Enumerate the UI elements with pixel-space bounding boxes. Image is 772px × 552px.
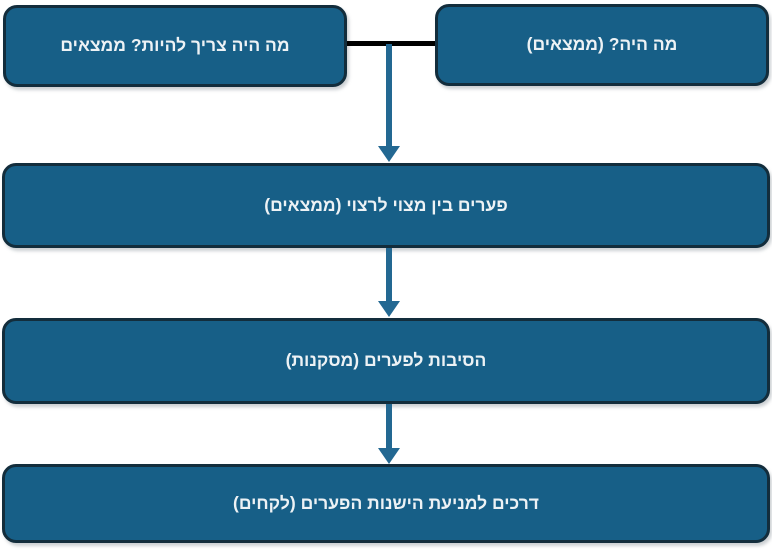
down-arrow-2 (378, 248, 400, 317)
node-reasons-label: הסיבות לפערים (מסקנות) (285, 350, 487, 371)
node-reasons: הסיבות לפערים (מסקנות) (2, 318, 770, 404)
connector-line (347, 41, 435, 46)
arrowhead-icon (378, 448, 400, 464)
node-prevention-label: דרכים למניעת הישנות הפערים (לקחים) (233, 492, 539, 513)
node-what-should-have-been-label: מה היה צריך להיות? ממצאים (60, 35, 290, 56)
arrow-shaft (386, 248, 392, 302)
node-what-was-label: מה היה? (ממצאים) (526, 34, 678, 55)
arrow-shaft (386, 44, 392, 147)
node-prevention: דרכים למניעת הישנות הפערים (לקחים) (2, 464, 770, 543)
arrow-shaft (386, 404, 392, 449)
arrowhead-icon (378, 301, 400, 317)
node-what-should-have-been: מה היה צריך להיות? ממצאים (3, 5, 347, 87)
node-gaps: פערים בין מצוי לרצוי (ממצאים) (2, 163, 770, 248)
down-arrow-1 (378, 44, 400, 162)
arrowhead-icon (378, 146, 400, 162)
down-arrow-3 (378, 404, 400, 464)
node-gaps-label: פערים בין מצוי לרצוי (ממצאים) (264, 194, 508, 215)
node-what-was: מה היה? (ממצאים) (435, 4, 769, 86)
